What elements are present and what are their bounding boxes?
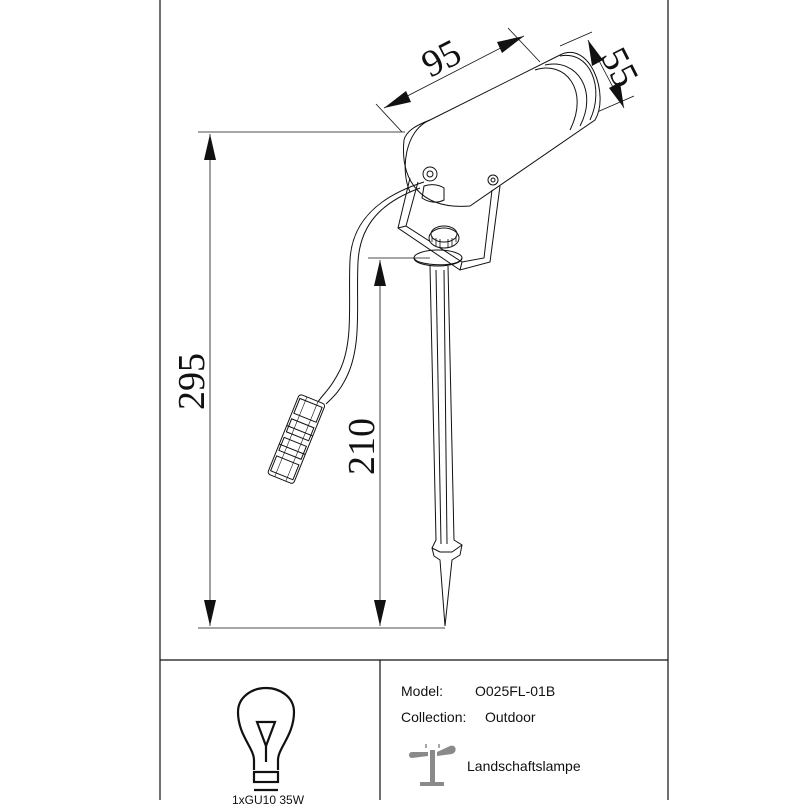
dimension-label-210: 210 [341,418,383,475]
collection-value: Outdoor [485,709,536,725]
spike-flange [413,249,463,267]
drawing-frame [159,0,669,800]
landscape-lamp-icon [409,744,456,786]
model-value: O025FL-01B [475,683,556,699]
dimension-total-height: 295 [171,131,445,629]
lamp-type-label: Landschaftslampe [467,758,581,774]
ground-spike [429,265,463,627]
cable-connector [267,394,326,484]
lamp-head [403,52,601,207]
power-cable [317,181,425,405]
dimension-spike-height: 210 [341,257,430,626]
dimension-label-55: 55 [592,41,647,94]
model-row: Model: O025FL-01B [401,683,555,699]
collection-row: Collection: Outdoor [401,709,536,725]
tilt-knob [428,225,460,249]
model-label: Model: [401,683,444,699]
collection-label: Collection: [401,709,467,725]
dimension-label-95: 95 [415,31,468,86]
cable-gland [422,166,438,182]
mounting-bracket [397,177,501,271]
light-bulb-icon [236,686,296,792]
dimension-label-295: 295 [171,353,213,410]
lamp-spec-text: 1xGU10 35W [232,793,305,807]
